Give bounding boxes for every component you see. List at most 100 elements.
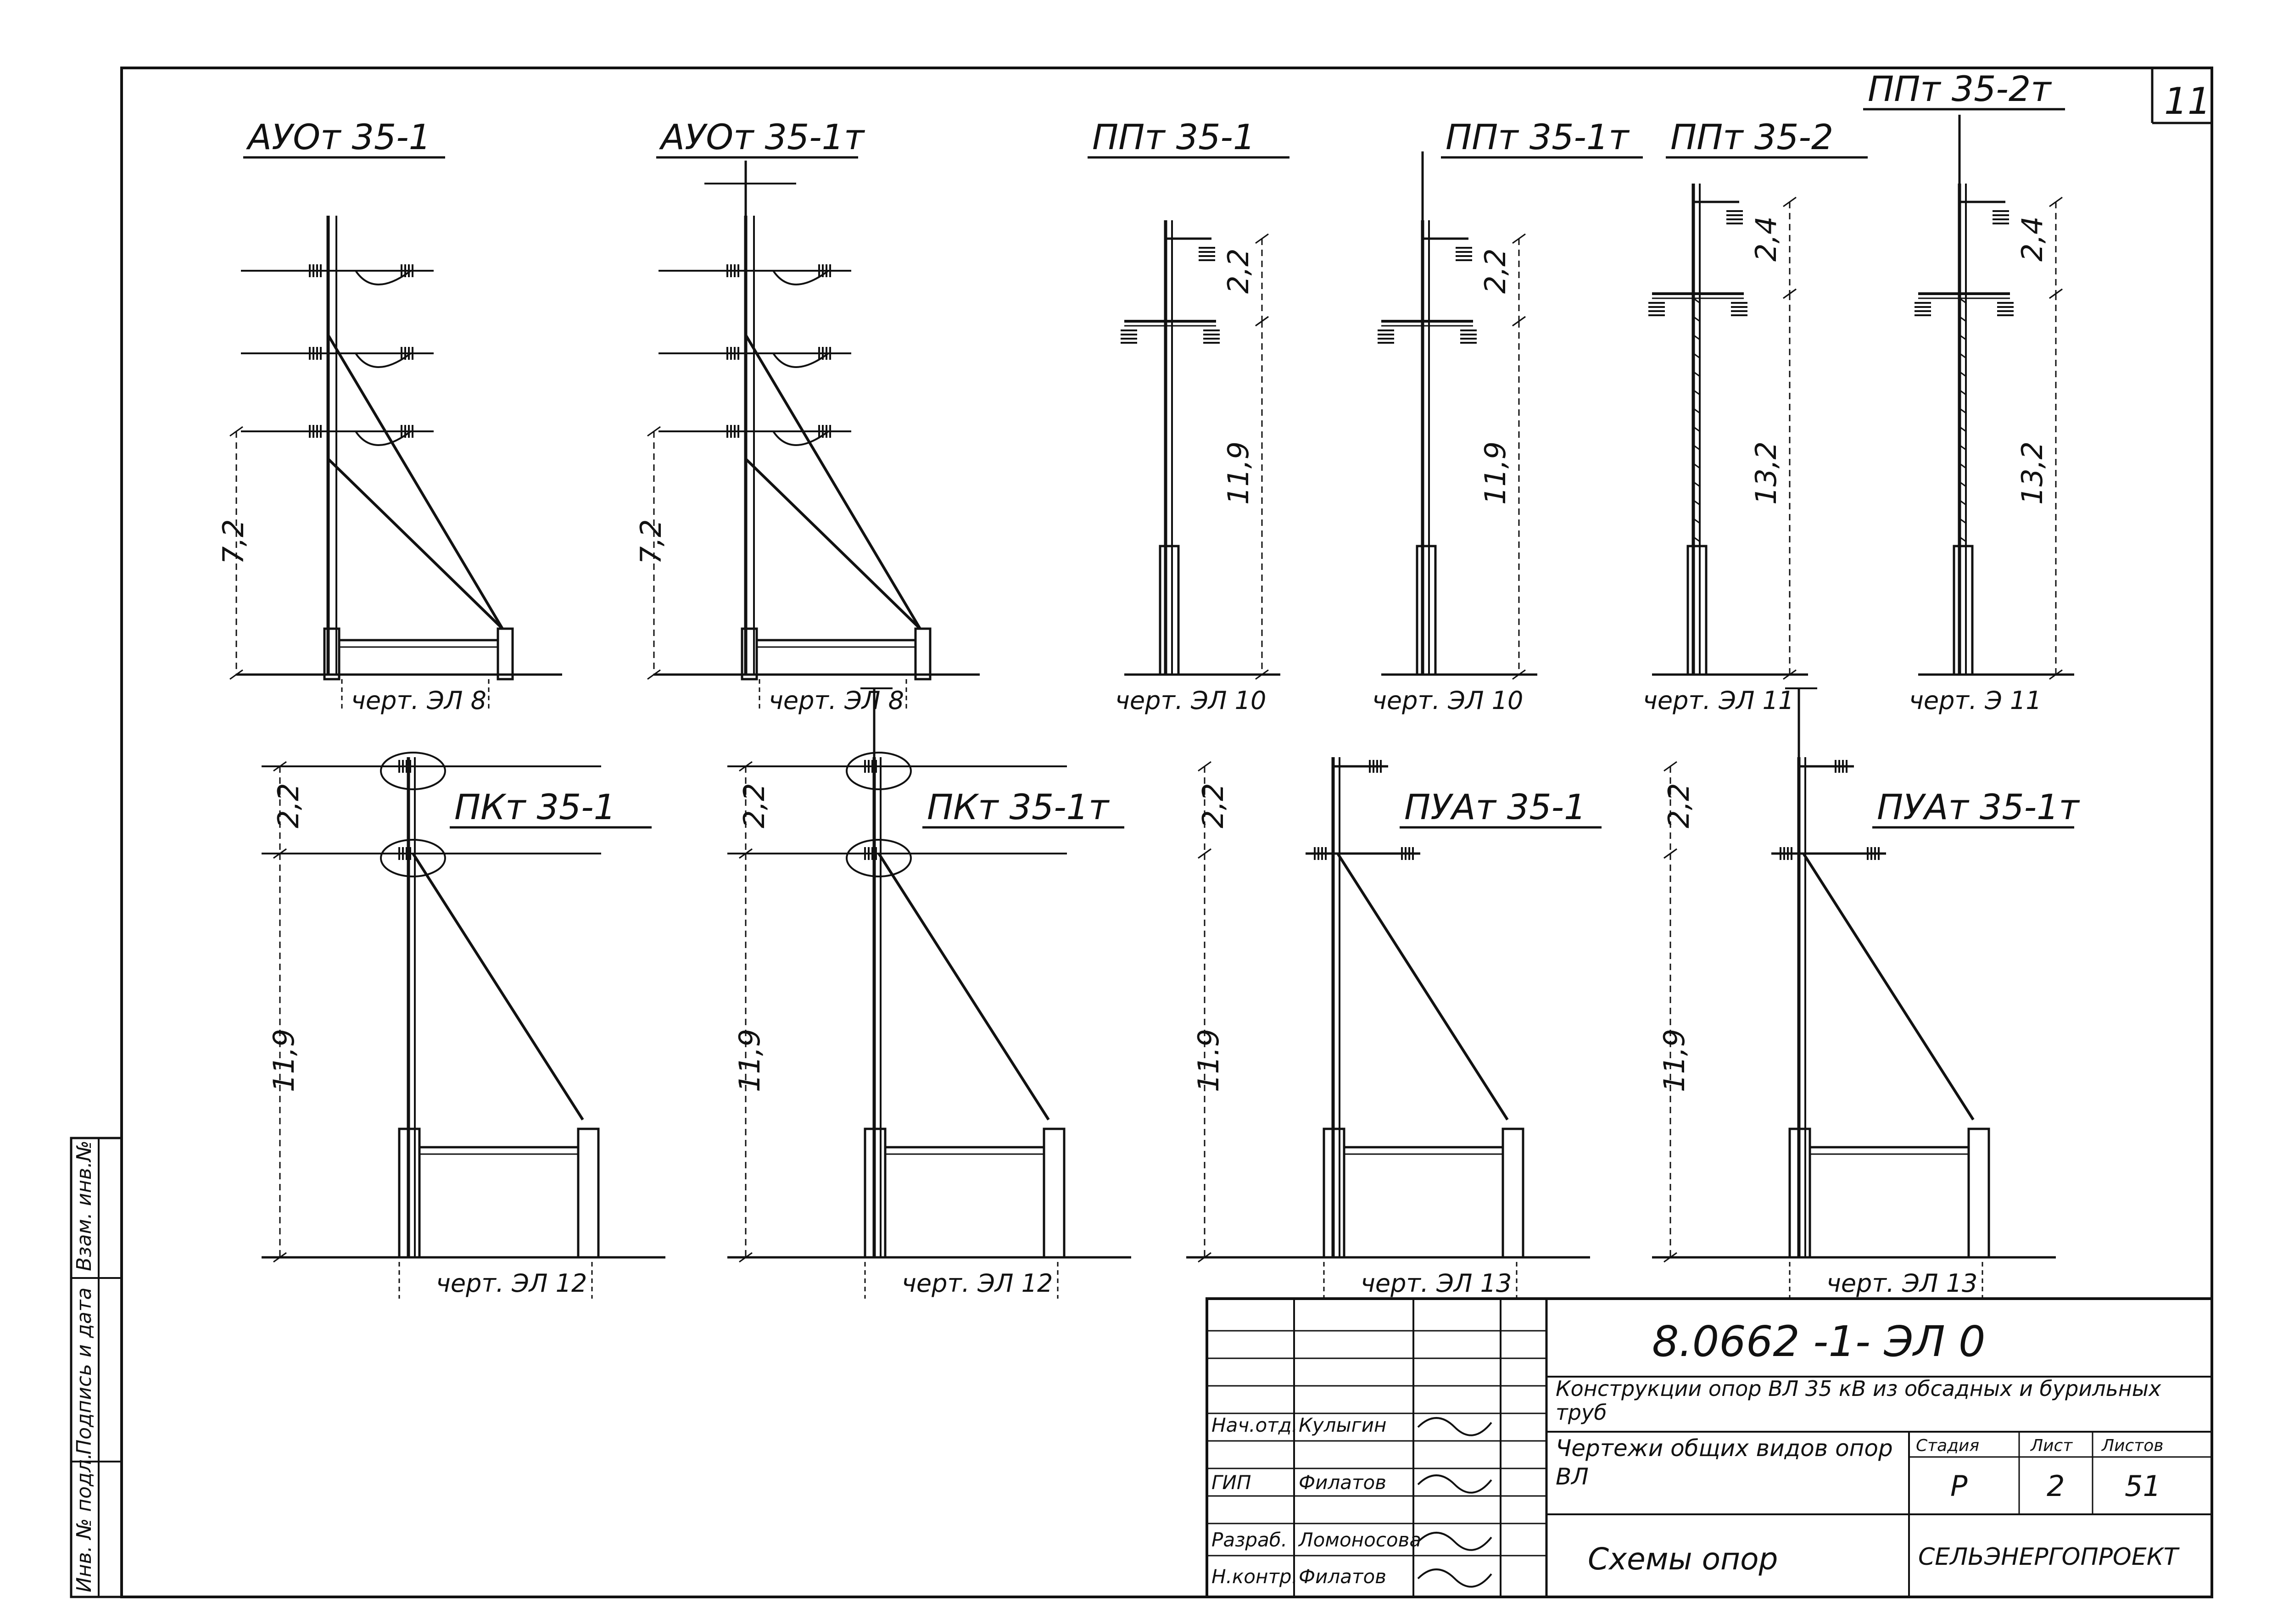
dimension-tick [739, 1252, 753, 1263]
height-dimension: 7,2 [634, 519, 668, 564]
sheet-number: 11 [2164, 80, 2211, 123]
jumper-loop [380, 839, 446, 877]
lattice-tick [1959, 334, 1966, 340]
signature-scribble [1417, 1474, 1492, 1494]
pole-butt [1953, 545, 1974, 676]
stamp-name: Филатов [1299, 1565, 1386, 1588]
dimension-tick [273, 848, 287, 859]
strut-base [914, 627, 932, 681]
pole-base [741, 627, 758, 681]
top-dimension: 2,4 [2015, 216, 2049, 262]
strut-butt [1967, 1127, 1990, 1259]
lattice-tick [1693, 426, 1700, 432]
jumper-loop [772, 352, 829, 368]
dimension-tick [647, 426, 661, 437]
top-dimension: 2,2 [1479, 248, 1512, 294]
support-title: ППт 35-1 [1092, 117, 1255, 157]
drawing-reference: черт. ЭЛ 8 [351, 686, 486, 715]
drawing-reference: черт. ЭЛ 13 [1826, 1269, 1977, 1298]
drawing-reference: черт. ЭЛ 11 [1643, 686, 1794, 715]
dimension-tick [1663, 1252, 1677, 1263]
strut [744, 458, 921, 630]
strut [412, 853, 584, 1121]
support-title: ПКт 35-1т [927, 787, 1110, 827]
dimension-tick [2049, 288, 2063, 299]
height-dimension: 13,2 [2015, 441, 2049, 505]
strut [1336, 853, 1509, 1121]
pole-butt [1159, 545, 1180, 676]
lattice-tick [1693, 481, 1700, 487]
lattice-tick [1693, 297, 1700, 304]
sheet-header: Лист [2030, 1436, 2073, 1455]
dimension-tick [1255, 316, 1269, 327]
signature-scribble [1417, 1417, 1492, 1436]
lattice-tick [1959, 389, 1966, 396]
dimension-tick [1198, 761, 1211, 772]
height-dimension: 11,9 [1479, 441, 1512, 505]
dimension-tick [229, 669, 243, 680]
jumper-loop [846, 839, 912, 877]
dimension-tick [2049, 196, 2063, 207]
height-dimension: 11,9 [1658, 1029, 1691, 1092]
lattice-tick [1959, 518, 1966, 524]
dimension-tick [1663, 761, 1677, 772]
lattice-tick [1693, 499, 1700, 506]
drawing-reference: черт. ЭЛ 8 [769, 686, 904, 715]
margin-label-replace: Взам. инв.№ [73, 1140, 96, 1271]
strut-butt [577, 1127, 600, 1259]
lattice-tick [1959, 371, 1966, 377]
top-dimension: 2,2 [737, 783, 771, 828]
support-title: ППт 35-1т [1446, 117, 1630, 157]
height-dimension: 11.9 [1192, 1029, 1225, 1092]
jumper-loop [355, 352, 412, 368]
height-dimension: 13,2 [1749, 441, 1783, 505]
top-dimension: 2,2 [1662, 783, 1696, 828]
dimension-tick [273, 1252, 287, 1263]
support-title: ППт 35-2т [1868, 68, 2052, 109]
stamp-role: Разраб. [1211, 1529, 1287, 1551]
dimension-tick [739, 848, 753, 859]
lattice-tick [1693, 518, 1700, 524]
drawing-reference: черт. ЭЛ 12 [436, 1269, 587, 1298]
stamp-role: Нач.отд. [1211, 1414, 1298, 1436]
lattice-tick [1959, 316, 1966, 322]
organization: СЕЛЬЭНЕРГОПРОЕКТ [1918, 1543, 2180, 1571]
margin-label-inv: Инв. № подл. [73, 1453, 96, 1592]
dimension-tick [1783, 669, 1797, 680]
drawing-title: Чертежи общих видов опор ВЛ [1556, 1435, 1893, 1490]
top-dimension: 2,4 [1749, 216, 1783, 262]
margin-label-signature: Подпись и дата [73, 1288, 96, 1455]
lattice-tick [1693, 444, 1700, 451]
lattice-tick [1693, 352, 1700, 359]
sheet-number-box: 11 [2151, 68, 2212, 124]
height-dimension: 7,2 [217, 519, 250, 564]
drawing-reference: черт. ЭЛ 12 [902, 1269, 1053, 1298]
lattice-tick [1693, 536, 1700, 542]
lattice-tick [1959, 352, 1966, 359]
pole-butt [1788, 1127, 1811, 1259]
support-title: ПКт 35-1 [454, 787, 616, 827]
pole-butt [398, 1127, 421, 1259]
drawing-reference: черт. Э 11 [1909, 686, 2042, 715]
strut-base [497, 627, 514, 681]
sheets-value: 51 [2125, 1469, 2161, 1503]
lattice-tick [1693, 316, 1700, 322]
top-dimension: 2,2 [272, 783, 305, 828]
dimension-tick [1512, 233, 1526, 244]
height-dimension: 11,9 [733, 1029, 766, 1092]
lattice-tick [1693, 371, 1700, 377]
sheet-title: Схемы опор [1588, 1541, 1778, 1577]
support-title: ПУАт 35-1 [1404, 787, 1586, 827]
jumper-loop [772, 430, 829, 446]
jumper-loop [380, 752, 446, 790]
support-ppt35-2t: ППт 35-2т 2,4 13,2 черт. Э 11 [1863, 68, 2074, 715]
top-dimension: 2,2 [1222, 248, 1255, 294]
pole-butt [864, 1127, 887, 1259]
